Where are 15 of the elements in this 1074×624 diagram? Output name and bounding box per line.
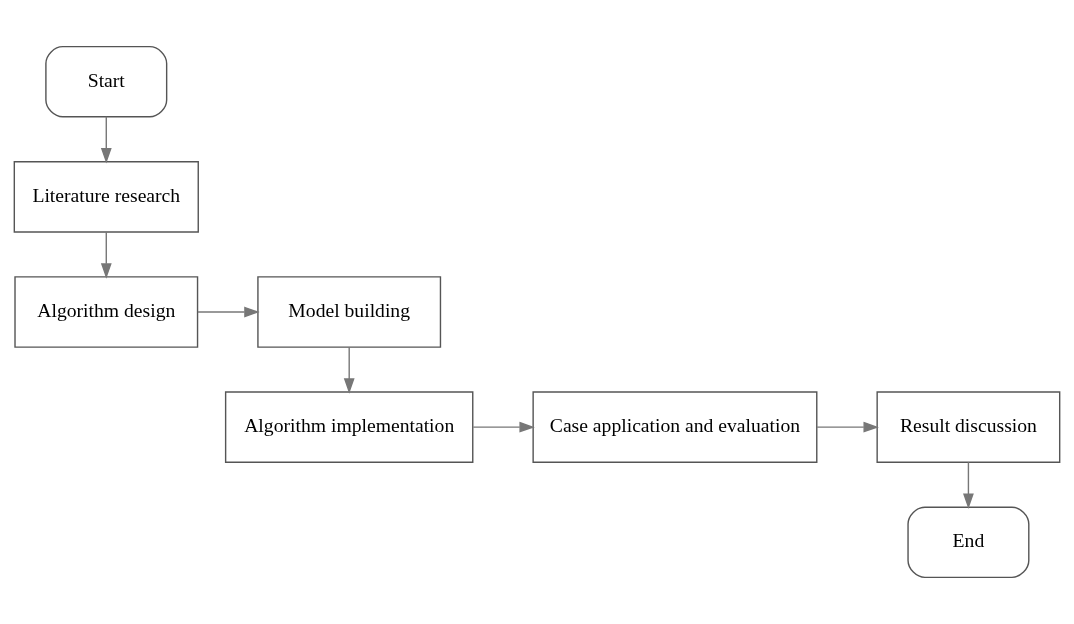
arrow [100, 231, 112, 279]
arrow [816, 421, 879, 433]
arrow [343, 346, 355, 394]
node-box: Model building [257, 276, 442, 348]
arrow [197, 306, 260, 318]
arrow [100, 116, 112, 164]
arrow [963, 461, 974, 509]
node-box: Algorithm implementation [224, 391, 474, 463]
node-box: Case application and evaluation [532, 391, 818, 463]
node-box: Result discussion [876, 391, 1061, 463]
node-box: Start [45, 45, 168, 118]
node-box: Algorithm design [14, 276, 199, 348]
arrow [472, 421, 535, 433]
node-box: Literature research [13, 161, 199, 233]
node-box: End [907, 506, 1030, 579]
